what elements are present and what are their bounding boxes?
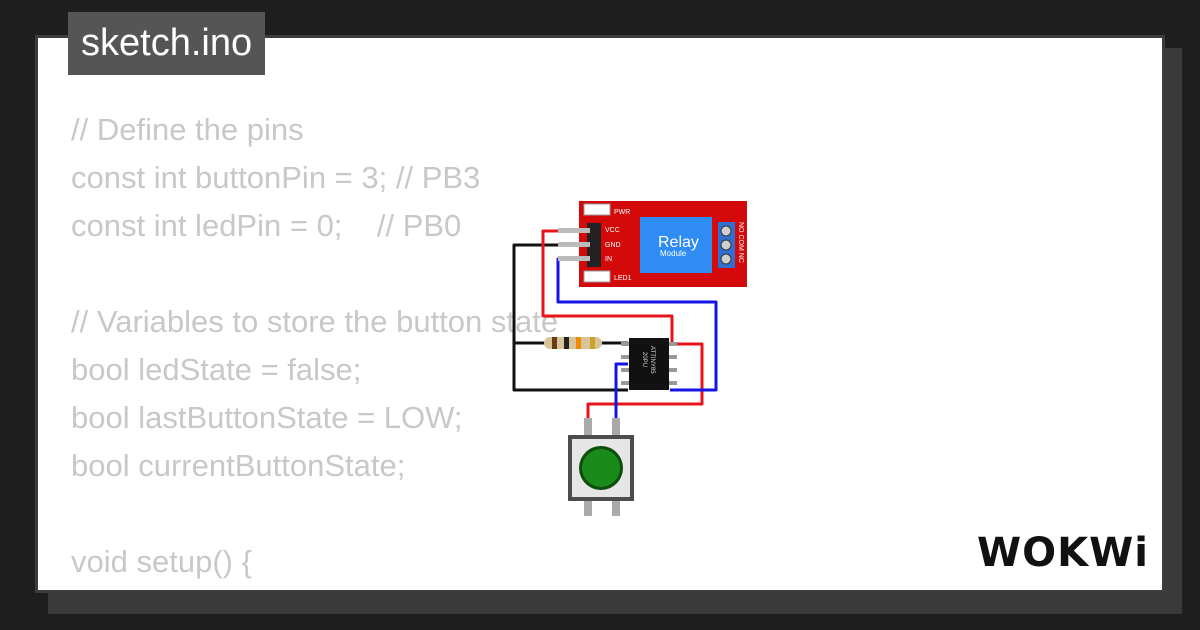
code-line: void setup() { <box>71 544 252 579</box>
chip-label-1: ATTINY85 <box>649 346 655 374</box>
file-name-tab: sketch.ino <box>68 12 266 75</box>
relay-led-led1: LED1 <box>614 275 632 282</box>
resistor <box>544 337 602 349</box>
chip-label-2: 20PU <box>641 352 647 367</box>
relay-pin-gnd: GND <box>605 242 621 249</box>
relay-led-pwr: PWR <box>614 209 630 216</box>
code-line: // Define the pins <box>71 112 304 147</box>
relay-subtitle: Module <box>660 249 687 258</box>
wokwi-logo: WOKWi <box>977 530 1149 576</box>
code-line: bool lastButtonState = LOW; <box>71 400 463 435</box>
code-line: const int ledPin = 0; // PB0 <box>71 208 462 243</box>
wokwi-logo-text: WOKWi <box>977 530 1149 576</box>
pushbutton <box>568 418 634 516</box>
attiny85-chip: ATTINY85 20PU <box>621 338 677 390</box>
code-preview: // Define the pins const int buttonPin = … <box>71 106 559 590</box>
code-line: // Variables to store the button state <box>71 304 559 339</box>
wire-blue-button <box>614 362 628 430</box>
code-line: bool currentButtonState; <box>71 448 406 483</box>
relay-pin-in: IN <box>605 256 612 263</box>
relay-pin-vcc: VCC <box>605 227 620 234</box>
relay-module: PWR LED1 VCC GND IN Relay Module NO COM … <box>558 201 747 287</box>
code-line: // Initialize the button pin as input <box>71 586 558 590</box>
code-line: bool ledState = false; <box>71 352 362 387</box>
wire-black <box>512 243 628 392</box>
relay-terminal-label: NO COM NC <box>737 222 744 263</box>
code-line: const int buttonPin = 3; // PB3 <box>71 160 481 195</box>
circuit-diagram: PWR LED1 VCC GND IN Relay Module NO COM … <box>512 201 747 516</box>
preview-card: // Define the pins const int buttonPin = … <box>35 35 1165 593</box>
relay-title: Relay <box>658 234 699 251</box>
